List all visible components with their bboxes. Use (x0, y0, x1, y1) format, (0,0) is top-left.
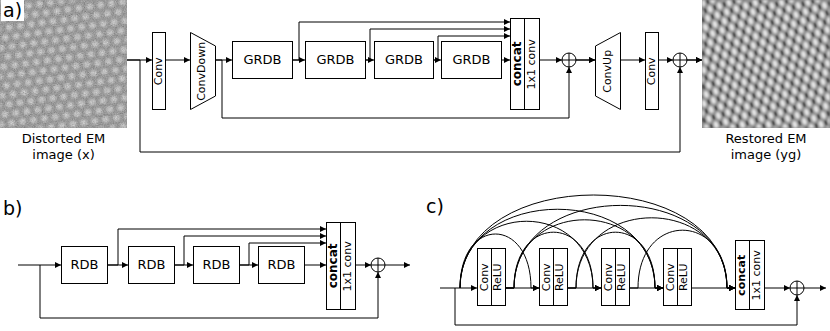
image-noise (0, 0, 127, 128)
rdb-block: RDB (128, 246, 175, 284)
connector-arrow (502, 60, 510, 61)
block-label: Conv (664, 263, 677, 291)
trapezoid-outline (191, 33, 216, 110)
conv-block: Conv (152, 32, 166, 110)
conv-layer: Conv (539, 248, 554, 306)
grdb-block: GRDB (441, 41, 502, 79)
block-label: RDB (71, 258, 99, 273)
panel-label: b) (1, 198, 24, 219)
block-label: concat (511, 42, 525, 87)
panel-label-box: b) (1, 198, 24, 219)
block-label: Conv (602, 263, 615, 291)
block-label: GRDB (316, 53, 354, 68)
rdb-block: RDB (258, 246, 305, 284)
connector-arrow (568, 218, 735, 288)
block-label: Conv (153, 57, 166, 85)
conv-layer: Conv (477, 248, 492, 306)
concat-block: concat (326, 222, 341, 310)
conv-block: Conv (645, 32, 659, 110)
block-label: Conv (478, 263, 491, 291)
fusion-conv: 1x1 conv (524, 18, 540, 110)
relu-layer: ReLU (677, 248, 692, 306)
image-lattice (0, 0, 127, 128)
image-ground (0, 0, 127, 128)
conv-layer: Conv (663, 248, 678, 306)
upsampling-block: ConvUp (595, 32, 621, 110)
connector-arrow (166, 60, 190, 61)
image-ground (702, 0, 830, 128)
connector-arrow (621, 60, 645, 61)
block-label: ReLU (492, 263, 505, 291)
block-label: 1x1 conv (526, 39, 539, 89)
conv-layer: Conv (601, 248, 616, 306)
output-wire (356, 265, 371, 266)
block-label: RDB (138, 258, 166, 273)
block-label: concat (327, 244, 341, 289)
input-wire (440, 288, 477, 289)
block-label: Conv (540, 263, 553, 291)
relu-layer: ReLU (553, 248, 568, 306)
output-wire (804, 288, 826, 289)
block-label: 1x1 conv (342, 241, 355, 291)
block-label: ConvDown (197, 41, 210, 100)
block-label: 1x1 conv (751, 250, 764, 300)
grdb-block: GRDB (305, 41, 366, 79)
grdb-block: GRDB (232, 41, 293, 79)
block-label: concat (736, 254, 749, 295)
block-label: ReLU (678, 263, 691, 291)
block-label: GRDB (452, 53, 490, 68)
block-label: ReLU (554, 263, 567, 291)
block-label: Conv (646, 57, 659, 85)
restored-em-image (702, 0, 830, 128)
plus-sign (371, 53, 804, 295)
panel-label: c) (424, 196, 446, 217)
block-label: RDB (203, 258, 231, 273)
block-label: ConvUp (602, 50, 615, 93)
arrowhead (566, 67, 572, 73)
distorted-em-image (0, 0, 127, 128)
block-label: RDB (268, 258, 296, 273)
rdb-block: RDB (61, 246, 108, 284)
downsampling-block: ConvDown (190, 32, 216, 110)
image-lattice (702, 0, 830, 128)
panel-label-box: c) (424, 196, 446, 217)
image-node: Distorted EM image (x) (0, 0, 127, 170)
image-caption: Restored EM image (yg) (702, 131, 830, 164)
concat-block: concat (735, 240, 750, 310)
arrowhead (677, 67, 683, 73)
trapezoid-outline (596, 33, 621, 110)
grdb-block: GRDB (374, 41, 434, 79)
image-node: Restored EM image (yg) (702, 0, 830, 170)
fusion-conv: 1x1 conv (749, 240, 765, 310)
block-label: ReLU (616, 263, 629, 291)
relu-layer: ReLU (615, 248, 630, 306)
fusion-conv: 1x1 conv (340, 222, 356, 310)
panel-label-box: a) (1, 0, 24, 21)
relu-layer: ReLU (491, 248, 506, 306)
arrowhead (556, 57, 562, 63)
output-wire (385, 265, 410, 266)
connector-arrow (305, 265, 326, 266)
block-label: GRDB (243, 53, 281, 68)
concat-block: concat (510, 18, 525, 110)
rdb-block: RDB (193, 246, 240, 284)
output-wire (765, 288, 790, 289)
panel-label: a) (1, 0, 24, 21)
block-label: GRDB (385, 53, 423, 68)
image-caption: Distorted EM image (x) (0, 131, 127, 164)
arrowhead (667, 57, 673, 63)
